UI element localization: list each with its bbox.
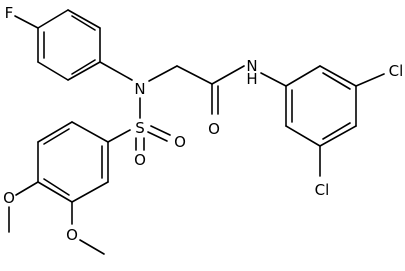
methoxy-oxygen-2: O [66, 226, 78, 244]
bond [148, 65, 178, 82]
bond [67, 9, 101, 29]
dichlorophenyl-ring [285, 65, 357, 147]
bond [176, 65, 213, 85]
amide-hydrogen: H [246, 70, 257, 88]
bond [37, 9, 69, 29]
bond [37, 181, 73, 203]
bond [285, 65, 321, 87]
chlorine-atom-top: Cl [389, 62, 404, 80]
bond [37, 121, 73, 143]
bond [150, 125, 171, 136]
bond [285, 125, 321, 147]
methoxy-oxygen-1: O [3, 189, 15, 207]
bond [319, 65, 357, 87]
fluorine-atom: F [5, 4, 14, 22]
bond [260, 72, 287, 87]
bond [322, 72, 351, 90]
sulfonyl-oxygen-1: O [174, 133, 186, 151]
bond [71, 121, 109, 143]
bond [319, 125, 357, 147]
sulfonyl-oxygen-2: O [134, 151, 146, 169]
bond [43, 178, 70, 196]
bond [14, 15, 39, 29]
chlorine-atom-bottom: Cl [315, 181, 330, 199]
bond [71, 59, 96, 75]
bond [37, 61, 69, 81]
amide-nitrogen: N [246, 57, 257, 75]
bond [71, 15, 96, 31]
bond [107, 129, 131, 143]
bond [71, 181, 109, 203]
bond [322, 122, 351, 140]
sulfonamide-nitrogen: N [134, 80, 145, 98]
bond [15, 181, 39, 196]
dimethoxyphenyl-ring [37, 121, 109, 203]
bond [355, 73, 385, 87]
bond [147, 131, 168, 142]
sulfur-atom: S [135, 119, 145, 137]
bond [43, 128, 70, 145]
bond [211, 65, 245, 85]
fluorophenyl-ring [37, 9, 101, 81]
bond [79, 239, 105, 255]
bond [67, 61, 101, 81]
carbonyl-oxygen: O [208, 120, 220, 138]
bond [99, 61, 133, 81]
